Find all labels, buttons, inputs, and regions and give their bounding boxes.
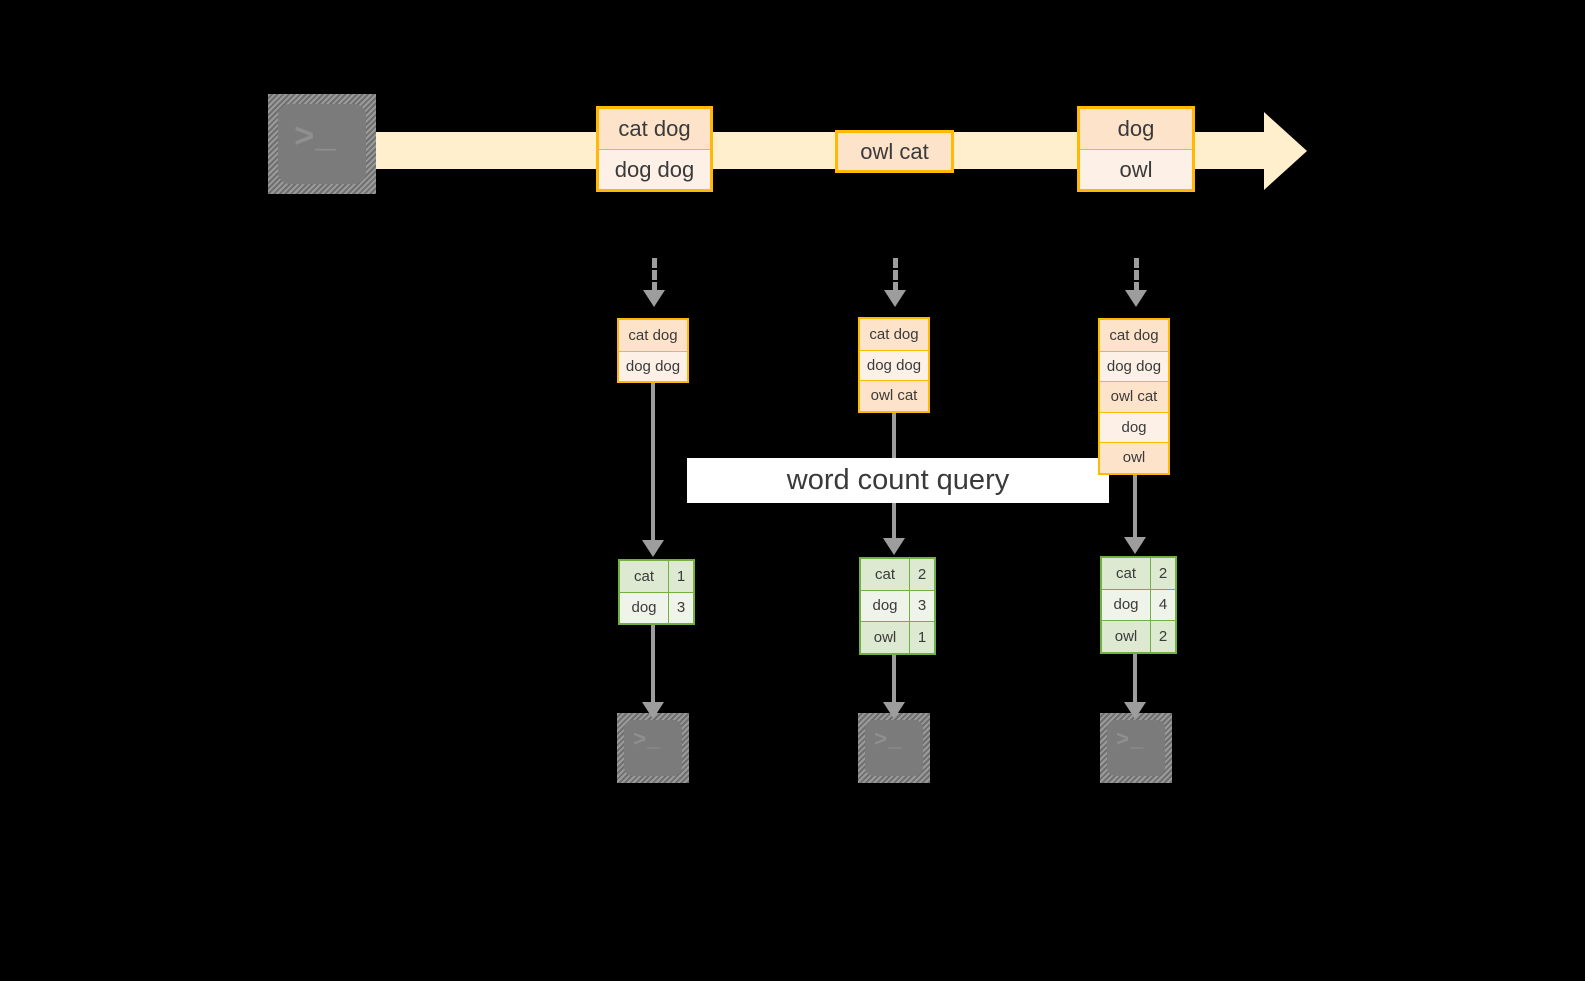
terminal-prompt-icon: >_: [1116, 728, 1145, 753]
dashed-connector-col1: [652, 258, 657, 292]
terminal-screen: >_: [1107, 720, 1165, 776]
result-row: owl 2: [1102, 620, 1175, 652]
terminal-screen: >_: [624, 720, 682, 776]
result-word: cat: [861, 559, 909, 590]
state-row: owl cat: [1100, 381, 1168, 412]
dashed-connector-arrowhead-col3: [1125, 290, 1147, 307]
result-row: cat 2: [1102, 558, 1175, 589]
stream-message-line: owl: [1080, 149, 1192, 189]
state-row: cat dog: [860, 319, 928, 350]
result-row: owl 1: [861, 621, 934, 653]
state-row: dog dog: [1100, 350, 1168, 381]
producer-terminal-icon[interactable]: >_: [268, 94, 376, 194]
query-label-band: [687, 458, 1109, 503]
stream-message-group-1[interactable]: cat dog dog dog: [596, 106, 713, 192]
result-count: 4: [1150, 589, 1175, 620]
state-table-col3[interactable]: cat dog dog dog owl cat dog owl: [1098, 318, 1170, 475]
terminal-prompt-icon: >_: [874, 728, 903, 753]
state-table-col1[interactable]: cat dog dog dog: [617, 318, 689, 383]
result-count: 3: [668, 592, 693, 623]
connector-arrowhead-col3-result: [1124, 537, 1146, 554]
result-row: dog 3: [861, 589, 934, 621]
state-table-col2[interactable]: cat dog dog dog owl cat: [858, 317, 930, 413]
stream-message-line: dog: [1080, 109, 1192, 149]
connector-arrowhead-col1-result: [642, 540, 664, 557]
connector-arrowhead-col1-sink: [642, 702, 664, 719]
result-table-col3[interactable]: cat 2 dog 4 owl 2: [1100, 556, 1177, 654]
result-row: dog 4: [1102, 588, 1175, 620]
stream-message-group-2[interactable]: owl cat: [835, 130, 954, 173]
result-count: 3: [909, 590, 934, 621]
result-word: dog: [861, 590, 909, 621]
dashed-connector-col3: [1134, 258, 1139, 292]
dashed-connector-arrowhead-col1: [643, 290, 665, 307]
consumer-terminal-icon-col1[interactable]: >_: [617, 713, 689, 783]
result-row: dog 3: [620, 591, 693, 623]
state-row: dog dog: [619, 350, 687, 381]
state-row: owl: [1100, 442, 1168, 473]
result-row: cat 1: [620, 561, 693, 592]
result-count: 1: [668, 561, 693, 592]
query-label: word count query: [786, 464, 1010, 496]
connector-result-to-sink-col2: [892, 651, 896, 711]
result-count: 2: [1150, 558, 1175, 589]
connector-arrowhead-col2-result: [883, 538, 905, 555]
connector-result-to-sink-col3: [1133, 650, 1137, 711]
terminal-screen: >_: [865, 720, 923, 776]
connector-state-to-result-col3: [1133, 474, 1137, 546]
stream-message-line: cat dog: [599, 109, 710, 149]
state-row: cat dog: [1100, 320, 1168, 351]
result-word: cat: [1102, 558, 1150, 589]
connector-arrowhead-col2-sink: [883, 702, 905, 719]
result-count: 1: [909, 622, 934, 653]
connector-state-to-result-col1: [651, 383, 655, 549]
dashed-connector-arrowhead-col2: [884, 290, 906, 307]
result-count: 2: [1150, 621, 1175, 652]
result-word: dog: [1102, 589, 1150, 620]
terminal-prompt-icon: >_: [633, 728, 662, 753]
state-row: owl cat: [860, 380, 928, 411]
connector-result-to-sink-col1: [651, 623, 655, 711]
result-word: dog: [620, 592, 668, 623]
consumer-terminal-icon-col3[interactable]: >_: [1100, 713, 1172, 783]
state-row: dog: [1100, 411, 1168, 442]
result-word: owl: [1102, 621, 1150, 652]
result-word: cat: [620, 561, 668, 592]
result-word: owl: [861, 622, 909, 653]
event-stream-arrowhead: [1264, 112, 1307, 190]
result-table-col2[interactable]: cat 2 dog 3 owl 1: [859, 557, 936, 655]
connector-arrowhead-col3-sink: [1124, 702, 1146, 719]
consumer-terminal-icon-col2[interactable]: >_: [858, 713, 930, 783]
state-row: cat dog: [619, 320, 687, 351]
stream-message-line: dog dog: [599, 149, 710, 189]
result-table-col1[interactable]: cat 1 dog 3: [618, 559, 695, 625]
dashed-connector-col2: [893, 258, 898, 292]
state-row: dog dog: [860, 349, 928, 380]
result-row: cat 2: [861, 559, 934, 590]
terminal-prompt-icon: >_: [294, 120, 337, 158]
terminal-screen: >_: [278, 104, 366, 184]
result-count: 2: [909, 559, 934, 590]
stream-message-group-3[interactable]: dog owl: [1077, 106, 1195, 192]
stream-message-line: owl cat: [838, 133, 951, 170]
